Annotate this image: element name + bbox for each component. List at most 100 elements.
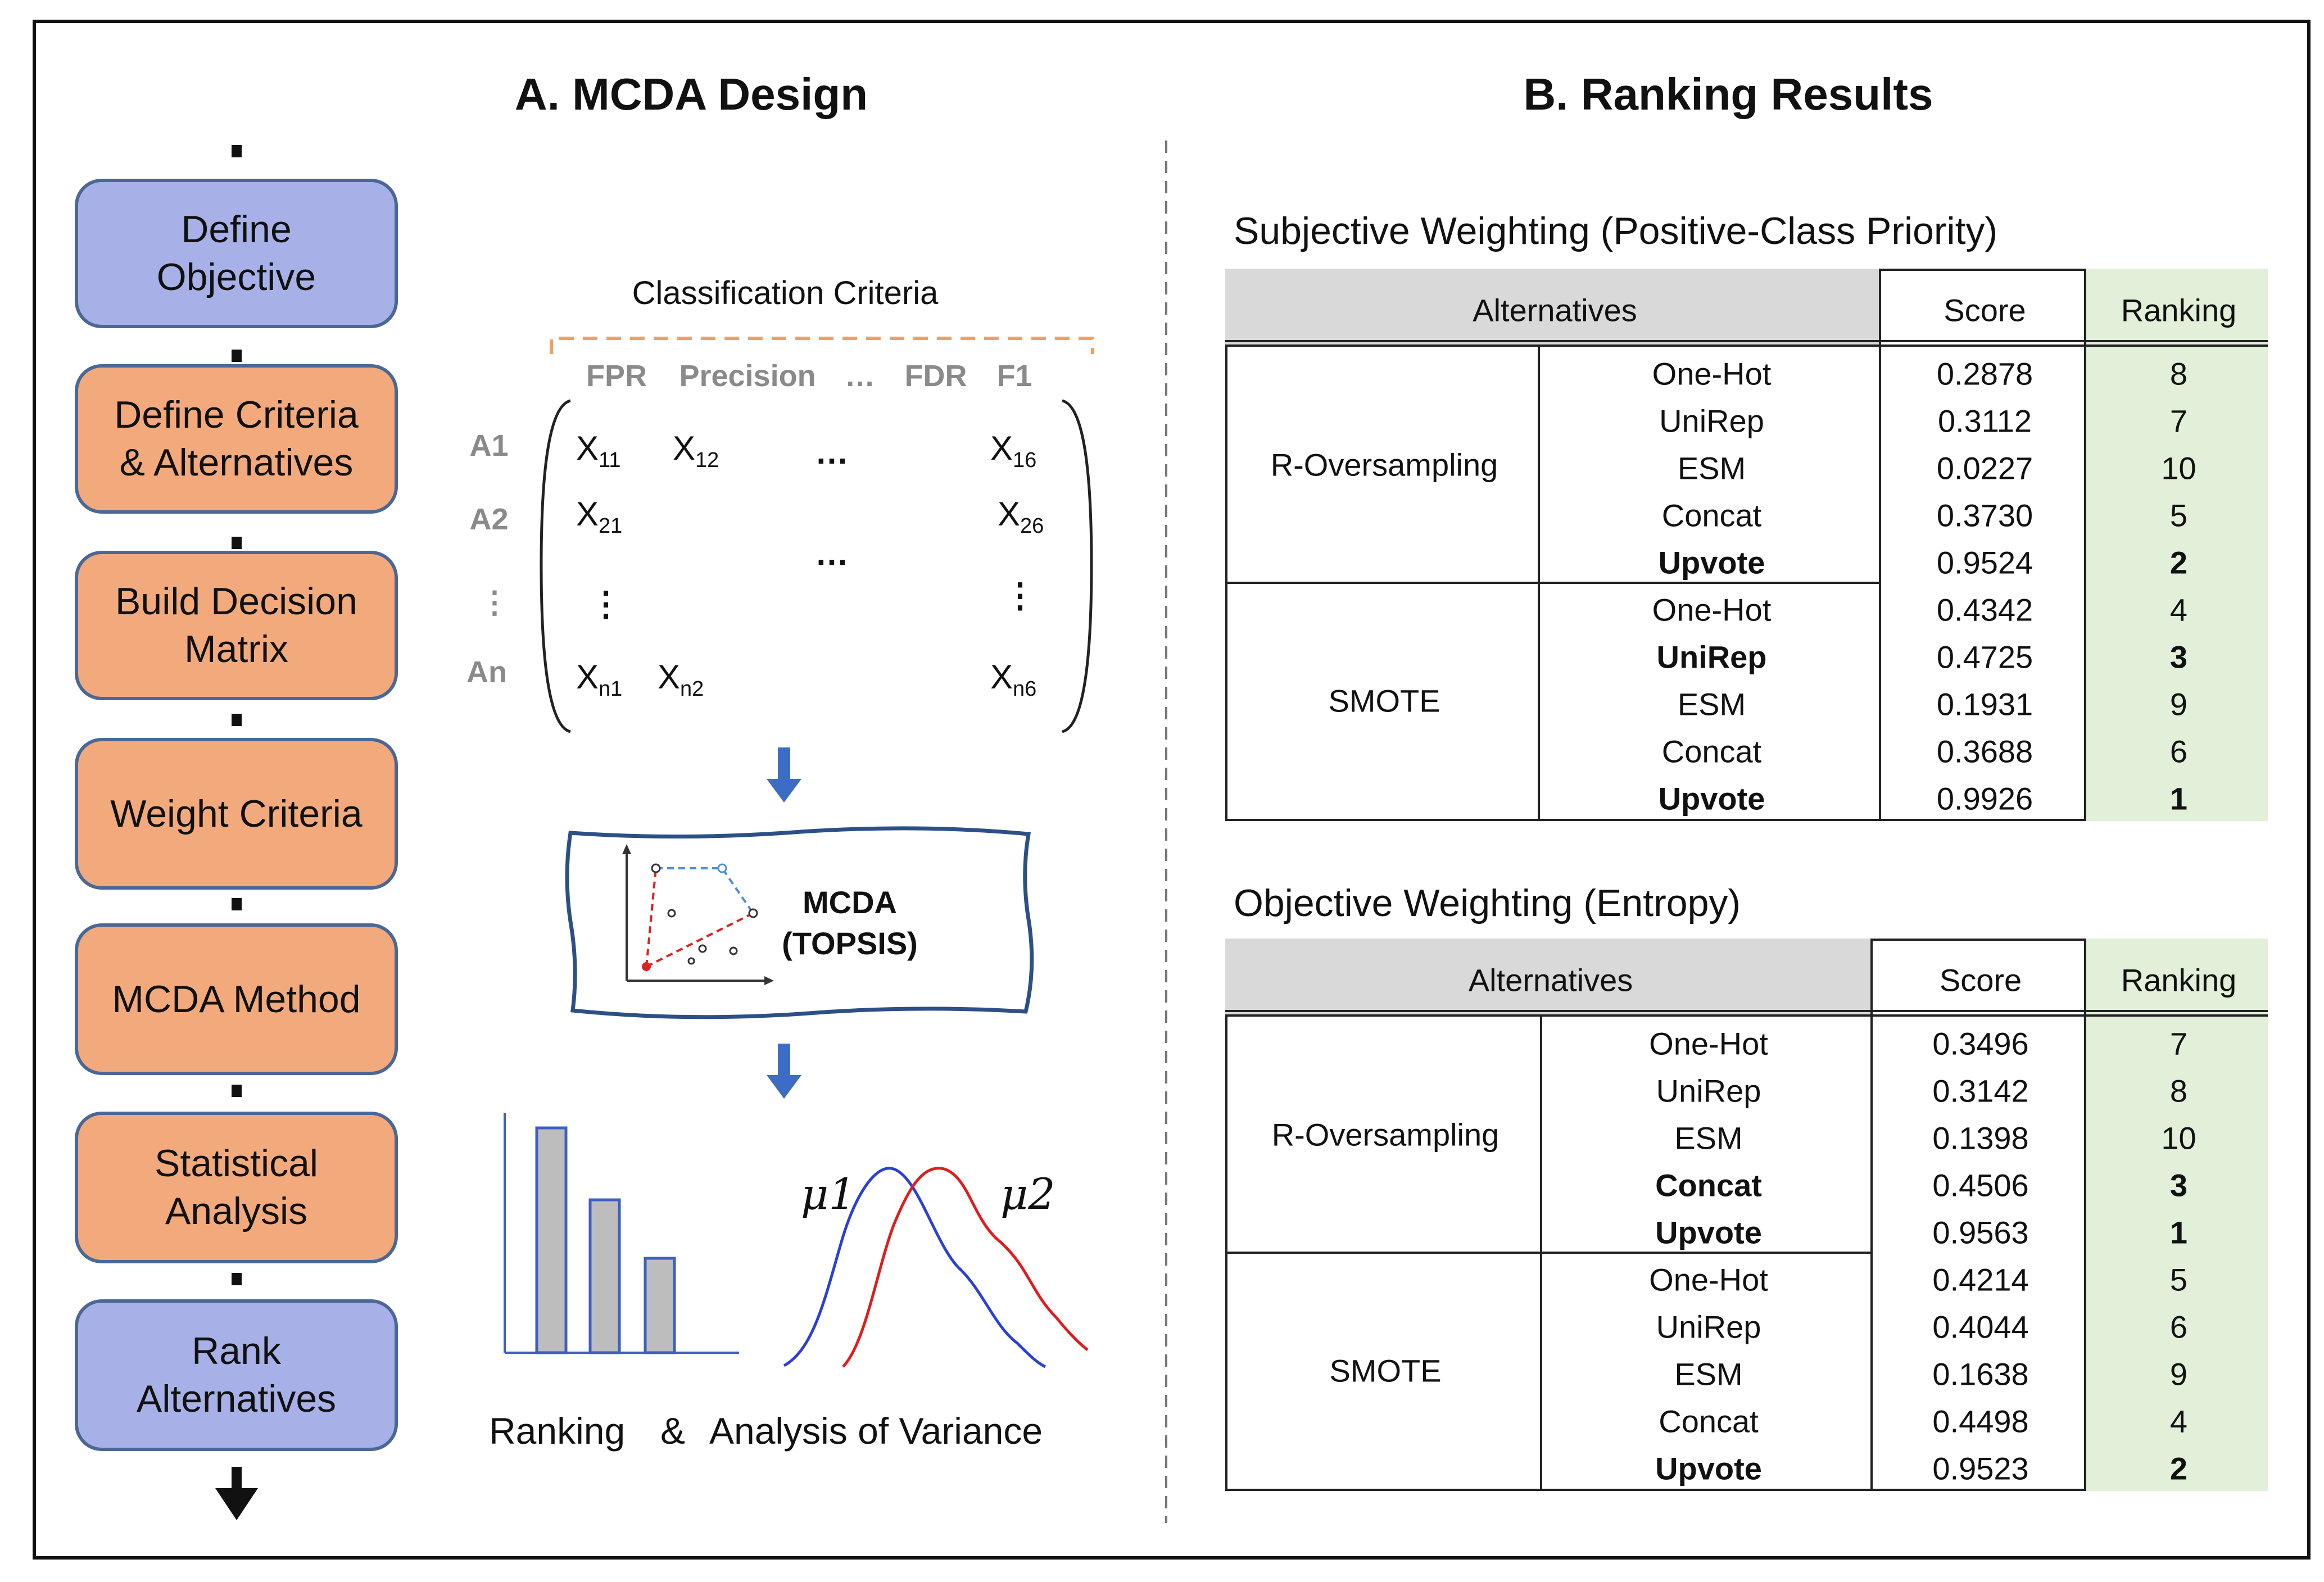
matrix-cell-xn6: Xn6 bbox=[990, 658, 1037, 701]
column-header-precision: Precision bbox=[679, 359, 816, 393]
matrix-parentheses bbox=[540, 399, 1093, 733]
step-label: Build Decision Matrix bbox=[115, 580, 357, 670]
score-value: 0.3730 bbox=[1936, 497, 2033, 533]
alternative-name: One-Hot bbox=[1649, 1262, 1768, 1298]
group-label: SMOTE bbox=[1329, 1353, 1442, 1389]
score-value: 0.4342 bbox=[1936, 592, 2033, 628]
rank-value: 2 bbox=[2169, 545, 2188, 581]
alternative-name: UniRep bbox=[1659, 403, 1764, 439]
alternative-name: One-Hot bbox=[1649, 1026, 1768, 1062]
alternative-name: Concat bbox=[1661, 497, 1762, 533]
row-header-a2: A2 bbox=[469, 502, 509, 536]
step-label: Rank Alternatives bbox=[136, 1330, 337, 1420]
score-value: 0.9524 bbox=[1936, 545, 2033, 581]
alternative-name: One-Hot bbox=[1652, 356, 1772, 392]
connector-dot bbox=[232, 1085, 242, 1097]
rank-value: 10 bbox=[2161, 450, 2196, 486]
down-arrow-icon bbox=[767, 1044, 801, 1099]
mu2-label: μ2 bbox=[1000, 1169, 1055, 1219]
header-score: Score bbox=[1944, 292, 2026, 328]
column-header-fpr: FPR bbox=[586, 359, 647, 393]
matrix-cell-xn2: Xn2 bbox=[658, 658, 704, 701]
alternative-name: Upvote bbox=[1658, 545, 1765, 581]
rank-value: 5 bbox=[2169, 497, 2188, 533]
step-define-criteria: Define Criteria & Alternatives bbox=[75, 364, 398, 514]
alternative-name: One-Hot bbox=[1652, 592, 1772, 628]
step-label: Statistical Analysis bbox=[155, 1142, 318, 1232]
header-alternatives: Alternatives bbox=[1473, 292, 1637, 328]
section-b-title: B. Ranking Results bbox=[1523, 69, 1933, 119]
score-value: 0.3688 bbox=[1936, 733, 2033, 769]
caption-anova: Analysis of Variance bbox=[709, 1410, 1043, 1452]
score-value: 0.3112 bbox=[1937, 403, 2032, 439]
score-value: 0.1931 bbox=[1936, 686, 2033, 722]
matrix-cell-x11: X11 bbox=[576, 429, 621, 472]
connector-dot bbox=[232, 1273, 242, 1285]
variance-distribution-plot bbox=[783, 1167, 1089, 1368]
rank-value: 7 bbox=[2169, 403, 2188, 439]
step-statistical-analysis: Statistical Analysis bbox=[75, 1112, 398, 1263]
matrix-cell-x26: X26 bbox=[998, 495, 1044, 538]
header-alternatives: Alternatives bbox=[1468, 962, 1633, 998]
rank-value: 8 bbox=[2169, 356, 2188, 392]
alternative-name: ESM bbox=[1674, 1120, 1743, 1156]
matrix-ellipsis: … bbox=[815, 433, 849, 471]
row-header-a1: A1 bbox=[469, 429, 509, 463]
alternative-name: Concat bbox=[1659, 1403, 1759, 1439]
alternative-name: Concat bbox=[1661, 733, 1762, 769]
connector-dot bbox=[232, 537, 242, 549]
topsis-label: MCDA (TOPSIS) bbox=[782, 885, 918, 961]
score-value: 0.3496 bbox=[1932, 1026, 2029, 1062]
score-value: 0.9563 bbox=[1932, 1214, 2029, 1250]
row-header-an: An bbox=[466, 655, 507, 689]
alternative-name: Upvote bbox=[1658, 781, 1765, 817]
table-title: Subjective Weighting (Positive-Class Pri… bbox=[1234, 210, 1998, 252]
alternative-name: UniRep bbox=[1656, 639, 1767, 675]
ranking-bar bbox=[644, 1257, 676, 1354]
ranking-bar bbox=[588, 1198, 621, 1354]
flow-end-arrow bbox=[215, 1467, 258, 1520]
rank-value: 3 bbox=[2169, 639, 2188, 675]
step-rank-alternatives: Rank Alternatives bbox=[75, 1299, 398, 1451]
alternative-name: UniRep bbox=[1656, 1309, 1761, 1345]
step-label: MCDA Method bbox=[112, 977, 361, 1021]
rank-value: 10 bbox=[2161, 1120, 2196, 1156]
matrix-ellipsis: … bbox=[815, 534, 849, 572]
mu1-label: μ1 bbox=[801, 1169, 856, 1219]
section-a-title: A. MCDA Design bbox=[514, 69, 868, 119]
matrix-cell-x16: X16 bbox=[990, 429, 1037, 472]
ranking-bar-chart bbox=[504, 1113, 739, 1354]
score-value: 0.4506 bbox=[1932, 1167, 2029, 1203]
rank-value: 2 bbox=[2169, 1450, 2188, 1486]
rank-value: 1 bbox=[2169, 781, 2188, 817]
group-label: SMOTE bbox=[1328, 683, 1440, 719]
rank-value: 4 bbox=[2169, 1403, 2188, 1439]
rank-value: 4 bbox=[2169, 592, 2188, 628]
table-grid bbox=[1225, 939, 2268, 1491]
group-label: R-Oversampling bbox=[1270, 447, 1498, 483]
connector-dot bbox=[232, 714, 242, 726]
rank-value: 8 bbox=[2169, 1073, 2188, 1109]
header-ranking: Ranking bbox=[2121, 962, 2237, 998]
matrix-vdots: ⋮ bbox=[589, 585, 623, 623]
matrix-cell-xn1: Xn1 bbox=[576, 658, 623, 701]
group-label: R-Oversampling bbox=[1271, 1117, 1499, 1153]
score-value: 0.1638 bbox=[1932, 1356, 2029, 1392]
rank-value: 3 bbox=[2169, 1167, 2188, 1203]
score-value: 0.2878 bbox=[1936, 356, 2033, 392]
caption-amp: & bbox=[660, 1410, 686, 1452]
criteria-title: Classification Criteria bbox=[632, 275, 939, 311]
rank-value: 9 bbox=[2169, 1356, 2188, 1392]
rank-value: 6 bbox=[2169, 1309, 2188, 1345]
rank-value: 5 bbox=[2169, 1262, 2188, 1298]
matrix-cell-x21: X21 bbox=[576, 495, 623, 538]
score-value: 0.4498 bbox=[1932, 1403, 2029, 1439]
score-value: 0.3142 bbox=[1932, 1073, 2029, 1109]
connector-dot bbox=[232, 350, 242, 362]
score-value: 0.4044 bbox=[1932, 1309, 2029, 1345]
criteria-brace bbox=[550, 337, 1094, 354]
alternative-name: UniRep bbox=[1656, 1073, 1761, 1109]
score-value: 0.4214 bbox=[1932, 1262, 2029, 1298]
alternative-name: ESM bbox=[1674, 1356, 1743, 1392]
